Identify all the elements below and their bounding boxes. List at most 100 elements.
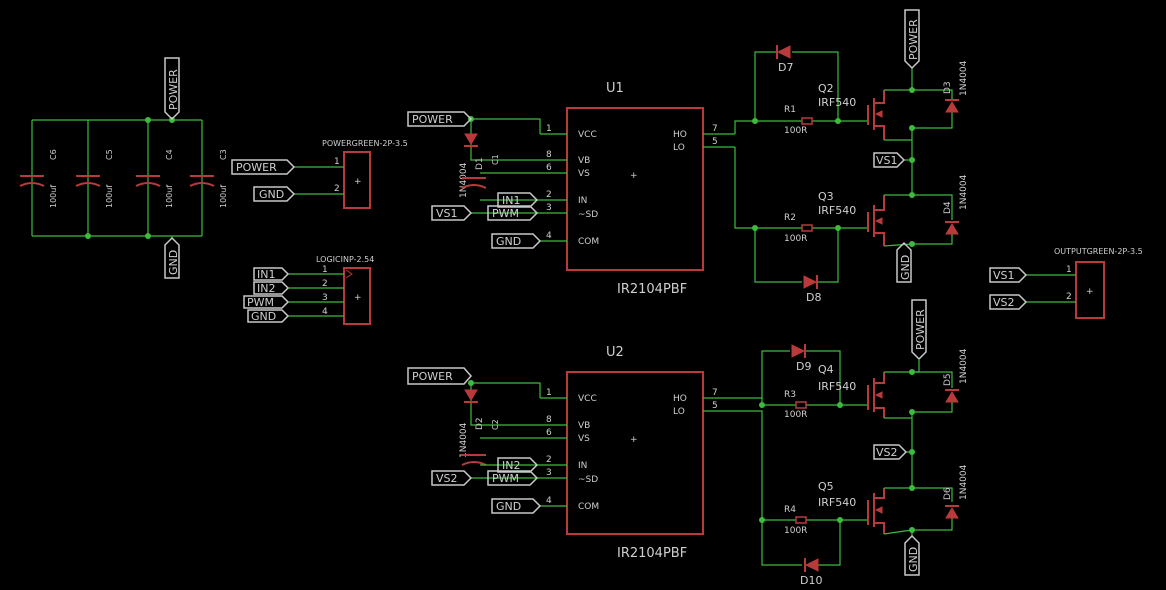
logic-connector-name: LOGICINP-2.54 <box>316 255 374 264</box>
cap-c6-name: C6 <box>49 149 58 160</box>
b2-d5-name: D5 <box>943 373 953 386</box>
driver-u1[interactable]: U1 + IR2104PBF VCC VB VS IN ~SD COM HO L… <box>407 81 735 297</box>
logic-in2-label: IN2 <box>257 282 275 295</box>
b2-vs-label: VS2 <box>876 446 898 459</box>
logic-pwm-label: PWM <box>247 296 274 309</box>
u2-pwm-label: PWM <box>492 472 519 485</box>
u2-num-in: 2 <box>546 455 552 465</box>
b2-q5-name: Q5 <box>818 480 834 493</box>
cap-c4-value: 100uf <box>165 185 174 208</box>
u2-num-com: 4 <box>546 496 552 506</box>
u1-pwm-label: PWM <box>492 207 519 220</box>
b2-power-label: POWER <box>914 309 927 350</box>
cap-c5-name: C5 <box>105 149 114 160</box>
logic-pin1: 1 <box>322 265 328 275</box>
power-connector-power-label: POWER <box>236 161 277 174</box>
b2-d10-name: D10 <box>800 574 822 587</box>
b1-q3-value: IRF540 <box>818 204 856 217</box>
u2-vs-label: VS2 <box>436 472 458 485</box>
cap-c4-name: C4 <box>165 149 174 160</box>
u2-num-vb: 8 <box>546 415 552 425</box>
u2-part: IR2104PBF <box>617 546 687 561</box>
b2-d9-name: D9 <box>796 360 811 373</box>
u1-pin-lo: LO <box>673 143 685 153</box>
u2-power-label: POWER <box>412 370 453 383</box>
b1-d3-name: D3 <box>943 81 953 94</box>
u2-num-vs: 6 <box>546 428 552 438</box>
driver-u2[interactable]: U2 + IR2104PBF VCC VB VS IN ~SD COM HO L… <box>407 345 735 561</box>
b1-d3-value: 1N4004 <box>959 60 969 96</box>
b2-gnd-label: GND <box>907 547 920 572</box>
b2-r4-value: 100R <box>784 526 807 536</box>
u1-boot-cap-name: C1 <box>491 154 500 165</box>
cap-c3-name: C3 <box>219 149 228 160</box>
b1-d8-name: D8 <box>806 291 821 304</box>
b1-d7-name: D7 <box>778 61 793 74</box>
b2-q4-value: IRF540 <box>818 380 856 393</box>
u1-part: IR2104PBF <box>617 282 687 297</box>
output-pin1: 1 <box>1066 265 1072 275</box>
output-connector[interactable]: OUTPUTGREEN-2P-3.5 + 1 2 VS1 VS2 <box>989 247 1143 319</box>
u1-vs-label: VS1 <box>436 207 458 220</box>
u1-num-ho: 7 <box>712 124 718 134</box>
b1-q2-value: IRF540 <box>818 96 856 109</box>
power-connector-name: POWERGREEN-2P-3.5 <box>322 139 408 148</box>
logic-pin2: 2 <box>322 279 328 289</box>
u2-pin-ho: HO <box>673 394 687 404</box>
cap-c6-value: 100uf <box>49 185 58 208</box>
u1-num-vb: 8 <box>546 150 552 160</box>
u2-pin-in: IN <box>578 461 587 471</box>
b1-r2-value: 100R <box>784 234 807 244</box>
output-vs1-label: VS1 <box>993 269 1015 282</box>
power-connector-mark: + <box>354 177 362 187</box>
u1-num-vcc: 1 <box>546 124 552 134</box>
b2-r3-name: R3 <box>784 390 796 400</box>
b1-r1-name: R1 <box>784 105 796 115</box>
u1-pin-com: COM <box>578 237 599 247</box>
logic-gnd-label: GND <box>251 310 276 323</box>
u1-boot-diode-name: D1 <box>475 157 485 170</box>
u2-boot-cap-name: C2 <box>491 419 500 430</box>
b2-d6-name: D6 <box>943 487 953 500</box>
b1-q3-name: Q3 <box>818 190 834 203</box>
u2-pin-vcc: VCC <box>578 394 597 404</box>
u2-in-label: IN2 <box>502 459 520 472</box>
u2-num-lo: 5 <box>712 401 718 411</box>
u1-pin-vs: VS <box>578 169 590 179</box>
b2-d6-value: 1N4004 <box>959 464 969 500</box>
b1-power-label: POWER <box>907 19 920 60</box>
output-connector-mark: + <box>1086 287 1094 297</box>
b2-r4-name: R4 <box>784 505 796 515</box>
b1-r1-value: 100R <box>784 126 807 136</box>
u2-mark: + <box>630 435 638 445</box>
logic-connector[interactable]: LOGICINP-2.54 + 1 2 3 4 IN1 IN2 PWM GND <box>243 255 374 325</box>
b1-vs-label: VS1 <box>876 154 898 167</box>
u1-mark: + <box>630 171 638 181</box>
u2-num-sd: 3 <box>546 468 552 478</box>
power-connector[interactable]: POWERGREEN-2P-3.5 + 1 2 POWER GND <box>231 139 408 209</box>
u1-num-in: 2 <box>546 190 552 200</box>
output-pin2: 2 <box>1066 292 1072 302</box>
u1-pin-sd: ~SD <box>578 210 598 220</box>
u1-gnd-label: GND <box>496 235 521 248</box>
power-connector-pin2: 2 <box>334 184 340 194</box>
bridge-2[interactable]: D9 R3 100R D10 R4 100R Q4 IRF540 Q5 IRF5… <box>735 299 969 587</box>
bank-power-label: POWER <box>167 69 180 110</box>
b1-d4-value: 1N4004 <box>959 174 969 210</box>
b1-gnd-label: GND <box>899 255 912 280</box>
b1-d4-name: D4 <box>943 201 953 214</box>
output-connector-name: OUTPUTGREEN-2P-3.5 <box>1054 247 1143 256</box>
bridge-1[interactable]: D7 R1 100R D8 R2 100R Q2 IRF540 Q3 IRF54… <box>734 9 969 304</box>
logic-pin3: 3 <box>322 293 328 303</box>
u1-pin-vcc: VCC <box>578 130 597 140</box>
power-connector-pin1: 1 <box>334 157 340 167</box>
u1-boot-diode-value: 1N4004 <box>459 162 469 198</box>
u1-pin-ho: HO <box>673 130 687 140</box>
u2-pin-com: COM <box>578 502 599 512</box>
u2-gnd-label: GND <box>496 500 521 513</box>
power-connector-gnd-label: GND <box>259 188 284 201</box>
u2-pin-vs: VS <box>578 434 590 444</box>
logic-pin4: 4 <box>322 307 328 317</box>
b2-q4-name: Q4 <box>818 363 834 376</box>
